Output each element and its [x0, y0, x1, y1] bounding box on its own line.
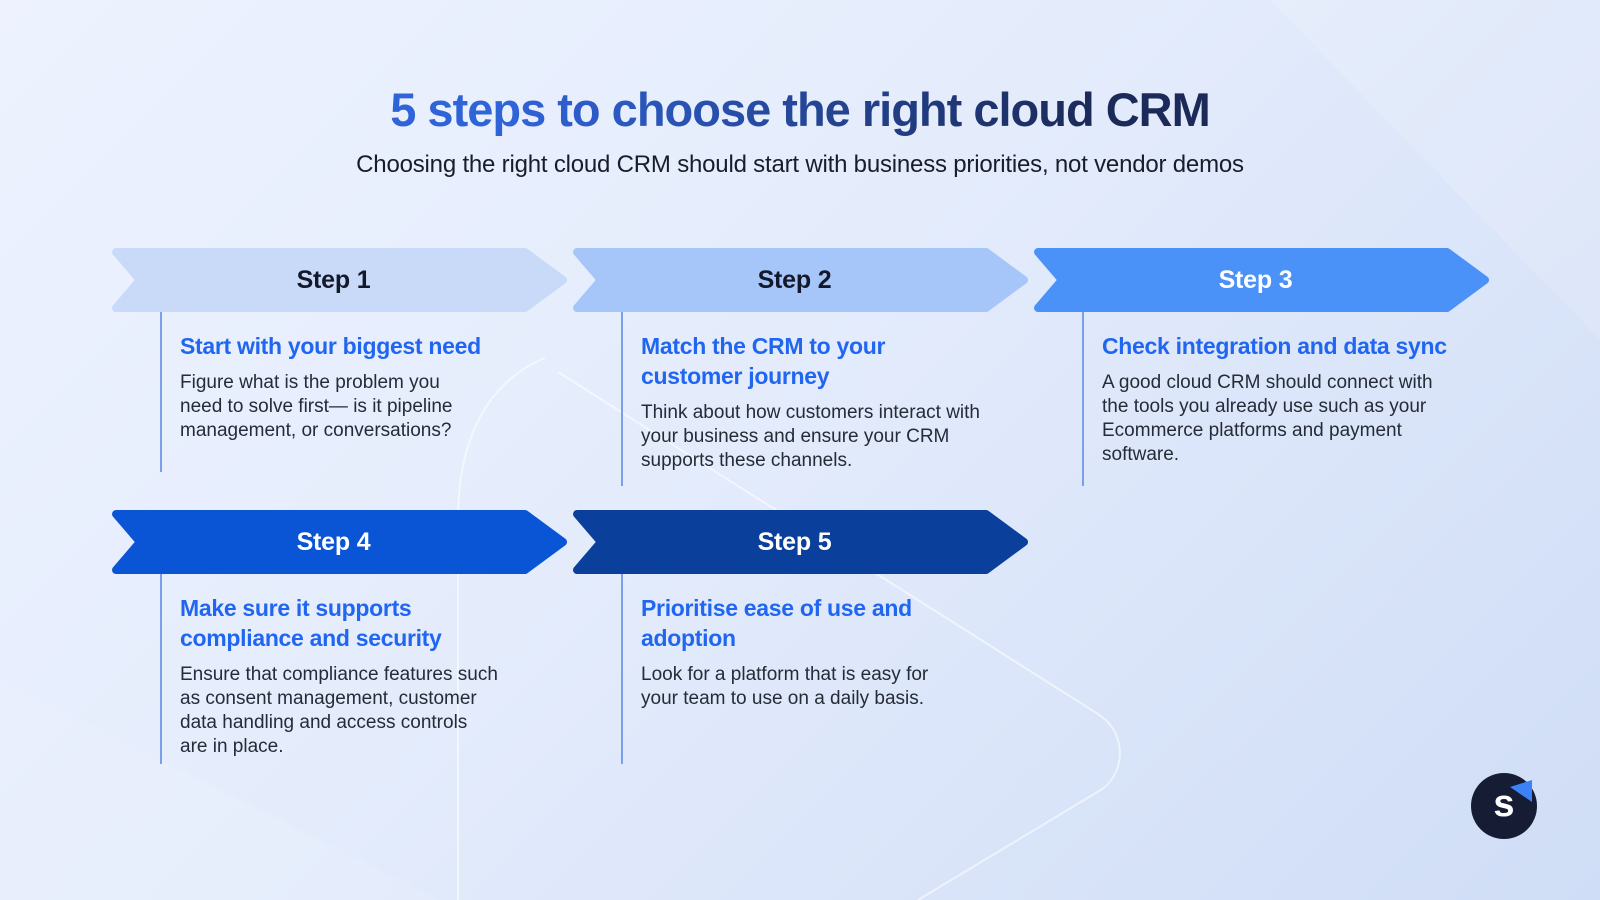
step-2-body: Think about how customers interact with … [641, 401, 980, 471]
step-1-details: Start with your biggest need Figure what… [160, 312, 481, 472]
step-5-heading: Prioritise ease of use and adoption [641, 595, 912, 651]
step-4-details: Make sure it supports compliance and sec… [160, 574, 498, 764]
logo-letter: s [1493, 782, 1515, 825]
step-2-heading: Match the CRM to your customer journey [641, 333, 886, 389]
decor-corner-highlight [1270, 0, 1600, 340]
step-3-arrow-icon [1034, 248, 1489, 312]
step-1-heading: Start with your biggest need [180, 333, 481, 359]
step-4-heading: Make sure it supports compliance and sec… [180, 595, 442, 651]
step-1-body: Figure what is the problem you need to s… [180, 371, 453, 441]
step-4-arrow-icon [112, 510, 567, 574]
decor-corner-highlight-bl [0, 680, 440, 900]
step-5-banner: Step 5 [573, 510, 1028, 574]
decor-line-chevron [557, 371, 1121, 900]
step-5-arrow-icon [573, 510, 1028, 574]
step-4-body: Ensure that compliance features such as … [180, 663, 498, 757]
step-3-body: A good cloud CRM should connect with the… [1102, 371, 1433, 465]
step-4-banner: Step 4 [112, 510, 567, 574]
step-1-banner: Step 1 [112, 248, 567, 312]
step-3-banner: Step 3 [1034, 248, 1489, 312]
step-1-arrow-icon [112, 248, 567, 312]
step-5-label: Step 5 [757, 527, 832, 556]
step-2-arrow-icon [573, 248, 1028, 312]
step-2-banner: Step 2 [573, 248, 1028, 312]
step-1-label: Step 1 [296, 265, 371, 294]
step-3-label: Step 3 [1218, 265, 1293, 294]
brand-logo: s [1471, 773, 1537, 839]
step-3-details: Check integration and data sync A good c… [1082, 312, 1447, 486]
step-5-body: Look for a platform that is easy for you… [641, 663, 929, 709]
logo-flag-icon [1510, 780, 1532, 802]
header: 5 steps to choose the right cloud CRM Ch… [0, 0, 1600, 179]
decor-line-vertical [457, 357, 546, 900]
page-subtitle: Choosing the right cloud CRM should star… [356, 151, 1244, 178]
step-5-details: Prioritise ease of use and adoption Look… [621, 574, 928, 764]
step-3-heading: Check integration and data sync [1102, 333, 1447, 359]
step-2-label: Step 2 [757, 265, 832, 294]
step-2-details: Match the CRM to your customer journey T… [621, 312, 980, 486]
page-title: 5 steps to choose the right cloud CRM [390, 83, 1211, 136]
step-4-label: Step 4 [296, 527, 371, 556]
